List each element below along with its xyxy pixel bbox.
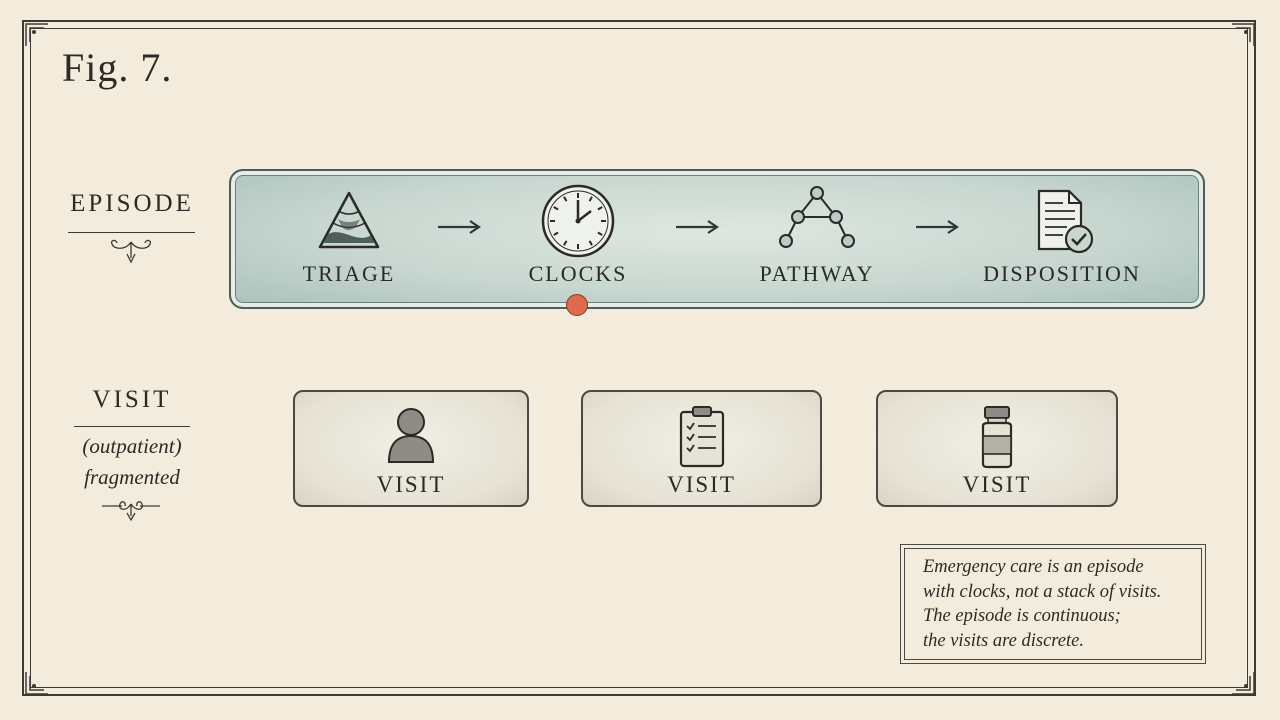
step-triage: TRIAGE [259, 169, 439, 309]
current-position-marker [566, 294, 588, 316]
visit-card-label: VISIT [962, 472, 1032, 497]
note-line: The episode is continuous; [923, 606, 1121, 626]
visit-sublabel-fragmented: fragmented [84, 465, 180, 489]
clock-icon [541, 184, 615, 258]
clipboard-checklist-icon [679, 406, 724, 468]
flourish-ornament-icon [110, 239, 152, 264]
step-label-disposition: DISPOSITION [983, 261, 1141, 286]
step-label-pathway: PATHWAY [759, 261, 875, 286]
corner-ornament-bottom-right [1232, 672, 1255, 695]
medicine-bottle-icon [981, 406, 1013, 469]
document-check-icon [1037, 189, 1094, 254]
step-pathway: PATHWAY [727, 169, 907, 309]
corner-ornament-bottom-left [25, 672, 48, 695]
visit-label-rule [74, 426, 190, 427]
step-label-triage: TRIAGE [302, 261, 396, 286]
visit-card-label: VISIT [667, 472, 736, 497]
visit-row-label: VISIT [92, 386, 172, 413]
step-disposition: DISPOSITION [972, 169, 1152, 309]
triangle-triage-icon [318, 191, 380, 249]
visit-sublabel-outpatient: (outpatient) [82, 434, 182, 458]
arrow-right-icon [438, 220, 481, 234]
person-icon [387, 408, 435, 463]
corner-ornament-top-left [25, 23, 48, 46]
step-label-clocks: CLOCKS [528, 261, 628, 286]
note-line: Emergency care is an episode [923, 557, 1144, 577]
visit-card-label: VISIT [376, 472, 446, 497]
outer-border [22, 20, 1256, 696]
flourish-ornament-icon [102, 501, 160, 522]
episode-label-rule [68, 232, 195, 233]
visit-card: VISIT [293, 390, 529, 507]
arrow-right-icon [676, 220, 719, 234]
note-line: with clocks, not a stack of visits. [923, 581, 1162, 602]
network-pathway-icon [779, 186, 855, 248]
episode-row-label: EPISODE [70, 190, 194, 217]
caption-note: Emergency care is an episode with clocks… [900, 544, 1206, 664]
arrow-right-icon [916, 220, 959, 234]
corner-ornament-top-right [1232, 23, 1255, 46]
inner-border [30, 28, 1248, 688]
step-clocks: CLOCKS [488, 169, 668, 309]
visit-card: VISIT [581, 390, 822, 507]
note-line: the visits are discrete. [923, 630, 1084, 651]
visit-card: VISIT [876, 390, 1118, 507]
figure-title: Fig. 7. [62, 45, 173, 90]
